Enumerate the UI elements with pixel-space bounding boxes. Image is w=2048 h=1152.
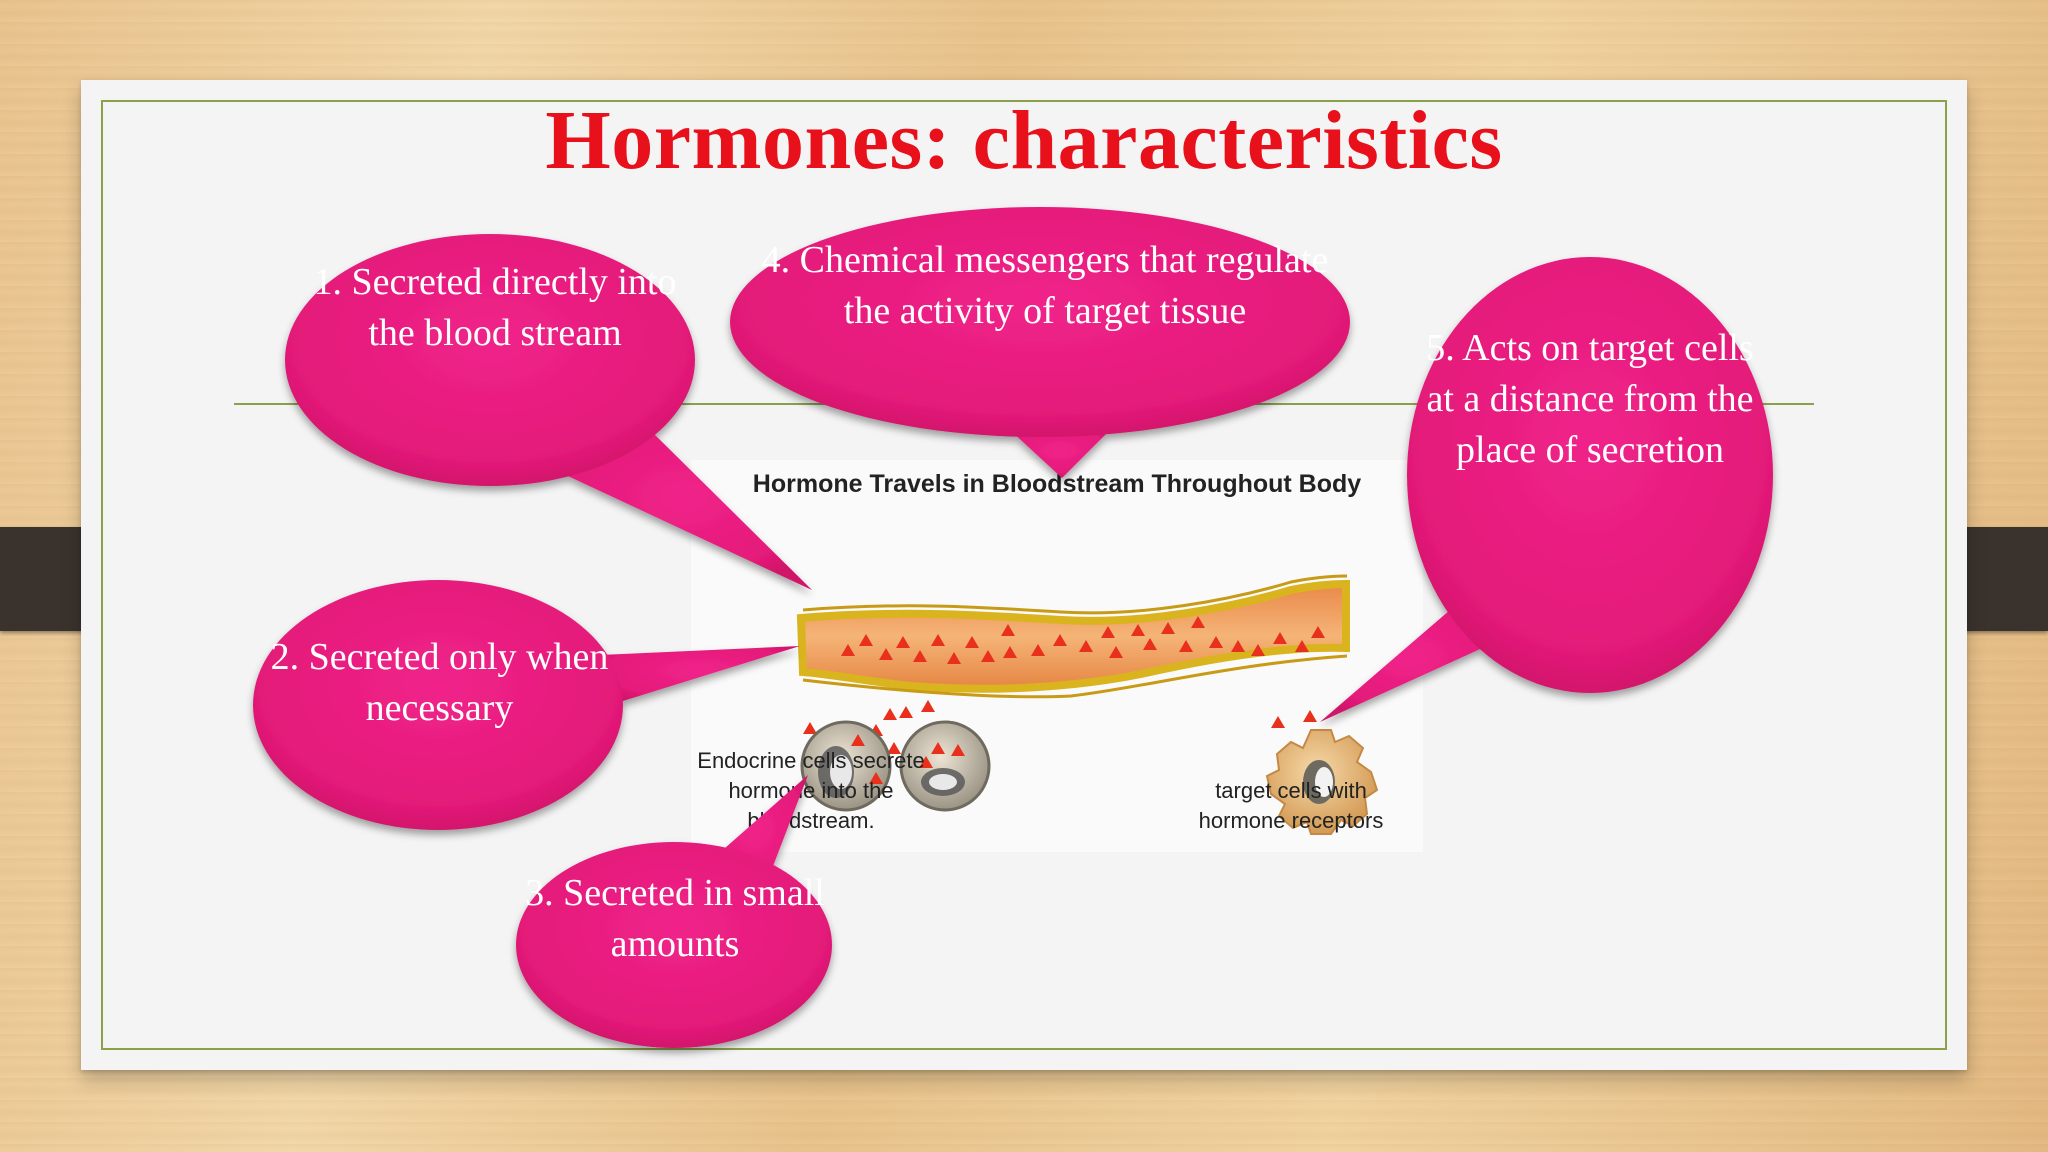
hormone-diagram: Hormone Travels in Bloodstream Throughou… [691, 460, 1423, 852]
callout-5 [1320, 257, 1773, 722]
blood-vessel [796, 579, 1350, 693]
callout-3 [516, 775, 832, 1048]
callout-4 [730, 207, 1350, 478]
target-caption: target cells with hormone receptors [1198, 778, 1384, 833]
endocrine-cells [800, 720, 991, 812]
callout-5-text: 5. Acts on target cells at a distance fr… [1426, 327, 1754, 471]
callout-2-text: 2. Secreted only when necessary [270, 636, 609, 729]
callout-3-text: 3. Secreted in small amounts [525, 872, 825, 965]
bloodstream-illustration [796, 574, 1379, 835]
callout-1-text: 1. Secreted directly into the blood stre… [313, 261, 677, 354]
callout-1 [285, 234, 812, 590]
target-cell [1265, 729, 1379, 835]
slide-title: Hormones: characteristics [545, 94, 1503, 187]
callout-4-text: 4. Chemical messengers that regulate the… [761, 239, 1329, 332]
diagram-title: Hormone Travels in Bloodstream Throughou… [752, 470, 1362, 498]
callout-2 [253, 580, 800, 830]
slide-frame [101, 100, 1947, 1050]
